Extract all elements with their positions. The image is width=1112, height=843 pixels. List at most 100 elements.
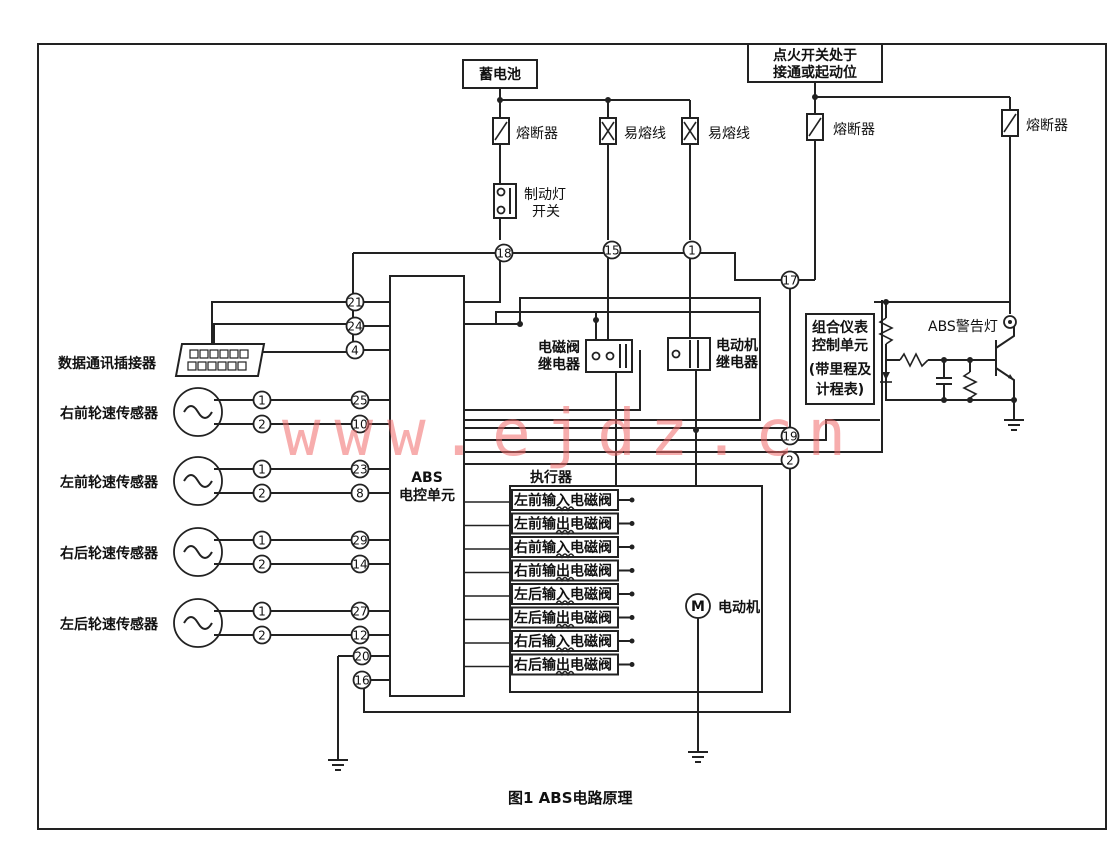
sensor-terminal-node: 2	[252, 483, 272, 503]
figure-caption: 图1 ABS电路原理	[508, 789, 633, 807]
ecu-pin-node: 14	[350, 554, 370, 574]
data-link-connector	[174, 301, 353, 377]
cluster-label-line1: 组合仪表	[812, 319, 869, 336]
solenoid-valve-label: 右前输入电磁阀	[513, 539, 612, 556]
svg-text:8: 8	[356, 487, 364, 501]
junction-node: 2	[780, 450, 800, 470]
junction-node: 15	[602, 240, 622, 260]
cluster-label-line3: (带里程及	[809, 362, 872, 378]
sensor-terminal-node: 2	[252, 625, 272, 645]
solenoid-valve-label: 左后输入电磁阀	[513, 586, 612, 603]
svg-text:12: 12	[352, 629, 367, 643]
brake-switch-label-line2: 开关	[532, 204, 560, 220]
abs-ecu-box	[389, 275, 465, 697]
solenoid-relay-label-line1: 电磁阀	[538, 339, 580, 356]
actuator-valves: 左前输入电磁阀左前输出电磁阀右前输入电磁阀右前输出电磁阀左后输入电磁阀左后输出电…	[464, 489, 635, 677]
junction-node: 19	[780, 426, 800, 446]
solenoid-relay-label-line2: 继电器	[538, 356, 581, 373]
sensor-terminal-node: 1	[252, 390, 272, 410]
junction-node: 1	[682, 240, 702, 260]
pump-motor	[685, 593, 711, 763]
svg-text:23: 23	[352, 463, 367, 477]
junction-node: 18	[494, 243, 514, 263]
solenoid-valve: 左后输入电磁阀	[464, 583, 635, 606]
sensor-label: 右前轮速传感器	[59, 405, 159, 422]
actuator-title: 执行器	[530, 469, 573, 486]
svg-text:1: 1	[258, 534, 266, 548]
ecu-pin-node: 8	[350, 483, 370, 503]
solenoid-valve-label: 右前输出电磁阀	[513, 563, 612, 580]
svg-text:16: 16	[354, 674, 369, 688]
solenoid-valve: 右前输入电磁阀	[464, 536, 635, 559]
svg-text:1: 1	[258, 394, 266, 408]
ecu-pin-node: 24	[345, 316, 365, 336]
svg-text:18: 18	[496, 247, 511, 261]
fusible-link-motor	[681, 100, 699, 240]
svg-text:14: 14	[352, 558, 367, 572]
ecu-pin-node: 10	[350, 414, 370, 434]
ignition-label-line1: 点火开关处于	[773, 47, 857, 64]
ecu-pin-node: 20	[352, 646, 372, 666]
junction2-ground-wire	[363, 464, 791, 713]
svg-text:1: 1	[258, 605, 266, 619]
ecu-pin-node: 29	[350, 530, 370, 550]
instrument-cluster	[805, 299, 1024, 431]
diagram-frame	[37, 43, 1107, 830]
fuse-brake-circuit	[492, 100, 510, 184]
watermark: www.ejdz.cn	[282, 397, 860, 471]
svg-text:1: 1	[688, 244, 696, 258]
ecu-output-wires	[464, 253, 883, 465]
sensor-terminal-node: 1	[252, 601, 272, 621]
fuse-label-2: 熔断器	[833, 122, 875, 138]
ecu-pin-node: 16	[352, 670, 372, 690]
svg-text:2: 2	[786, 454, 794, 468]
junction-bus-wire	[353, 252, 790, 281]
svg-text:10: 10	[352, 418, 367, 432]
junction-nodes: 18 15 1 17 19 2	[494, 240, 800, 470]
wheel-speed-sensors: 右前轮速传感器122510左前轮速传感器12238右后轮速传感器122914左后…	[59, 387, 390, 648]
battery-label: 蓄电池	[479, 66, 521, 83]
ignition-label-line2: 接通或起动位	[773, 64, 857, 81]
ecu-pin-node: 27	[350, 601, 370, 621]
motor-label: 电动机	[718, 599, 760, 616]
solenoid-valve-label: 左前输出电磁阀	[513, 516, 612, 533]
svg-text:2: 2	[258, 487, 266, 501]
svg-text:4: 4	[351, 344, 359, 358]
sensor-label: 左前轮速传感器	[59, 474, 159, 491]
ecu-pin-node: 25	[350, 390, 370, 410]
fuse-label-3: 熔断器	[1026, 118, 1068, 134]
motor-relay-label-line2: 继电器	[716, 354, 759, 371]
data-connector-label: 数据通讯插接器	[58, 355, 157, 372]
solenoid-valve: 左前输出电磁阀	[464, 512, 635, 536]
sensor-terminal-node: 1	[252, 530, 272, 550]
solenoid-valve: 左后输出电磁阀	[464, 606, 635, 630]
cluster-label-line4: 计程表)	[816, 381, 864, 398]
fuse-ignition-ecu	[790, 97, 824, 281]
cluster-label-line2: 控制单元	[812, 337, 868, 354]
solenoid-valve: 右前输出电磁阀	[464, 559, 635, 583]
ecu-pin-node: 12	[350, 625, 370, 645]
ecu-pin-node: 23	[350, 459, 370, 479]
svg-text:27: 27	[352, 605, 367, 619]
junction-node: 17	[780, 270, 800, 290]
ignition-bus-wire	[814, 82, 1010, 98]
svg-text:21: 21	[347, 296, 362, 310]
svg-text:2: 2	[258, 558, 266, 572]
fuse-label: 熔断器	[516, 126, 558, 142]
svg-text:20: 20	[354, 650, 369, 664]
svg-text:29: 29	[352, 534, 367, 548]
solenoid-valve-label: 左前输入电磁阀	[513, 492, 612, 509]
svg-text:19: 19	[782, 430, 797, 444]
fusible-link-label: 易熔线	[624, 126, 666, 142]
svg-text:2: 2	[258, 629, 266, 643]
brake-light-switch	[493, 183, 517, 240]
fusible-link-solenoid	[599, 100, 617, 240]
ecu-top-pins: 21 24 4	[345, 292, 390, 360]
fusible-link-label-2: 易熔线	[708, 126, 750, 142]
ecu-pin-node: 4	[345, 340, 365, 360]
